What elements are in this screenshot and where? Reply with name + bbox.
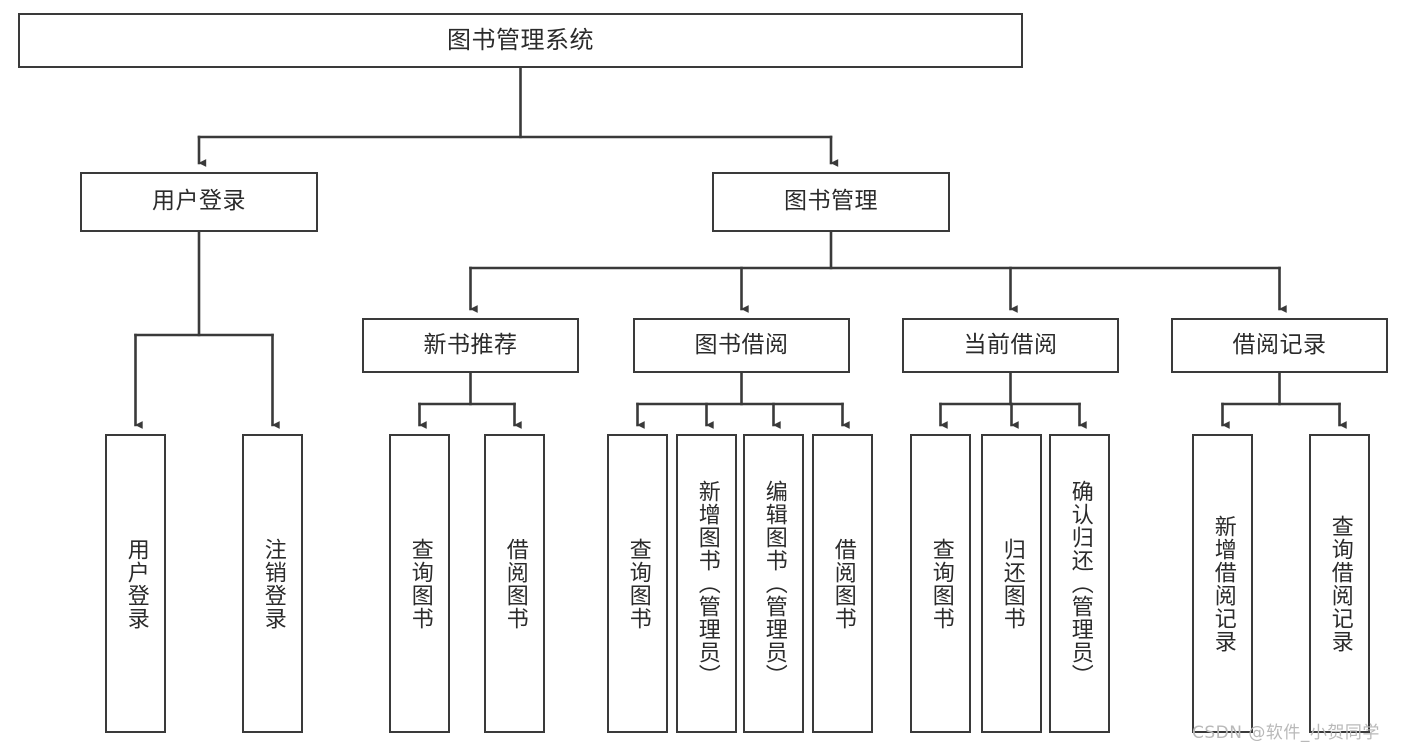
node-leaf-confirm-return[interactable]: 确认归还（管理员） — [1049, 434, 1110, 733]
node-book-manage[interactable]: 图书管理 — [712, 172, 950, 232]
node-leaf-add-book-label: 新增图书（管理员） — [694, 480, 720, 687]
node-leaf-confirm-return-label: 确认归还（管理员） — [1067, 480, 1093, 687]
node-leaf-query-book-current[interactable]: 查询图书 — [910, 434, 971, 733]
node-borrow-record[interactable]: 借阅记录 — [1171, 318, 1388, 373]
node-root[interactable]: 图书管理系统 — [18, 13, 1023, 68]
node-user-login[interactable]: 用户登录 — [80, 172, 318, 232]
node-leaf-add-borrow-record[interactable]: 新增借阅记录 — [1192, 434, 1253, 733]
node-leaf-logout-login[interactable]: 注销登录 — [242, 434, 303, 733]
node-leaf-query-book-current-label: 查询图书 — [928, 537, 954, 630]
node-book-borrow[interactable]: 图书借阅 — [633, 318, 850, 373]
node-leaf-borrow-book-recommend-label: 借阅图书 — [502, 537, 528, 630]
node-current-borrow-label: 当前借阅 — [963, 331, 1058, 358]
node-leaf-user-login-label: 用户登录 — [123, 537, 149, 630]
node-leaf-borrow-book-recommend[interactable]: 借阅图书 — [484, 434, 545, 733]
node-borrow-record-label: 借阅记录 — [1232, 331, 1327, 358]
node-book-manage-label: 图书管理 — [784, 188, 878, 215]
node-leaf-query-book-borrow[interactable]: 查询图书 — [607, 434, 668, 733]
node-leaf-query-book-recommend[interactable]: 查询图书 — [389, 434, 450, 733]
node-leaf-borrow-book[interactable]: 借阅图书 — [812, 434, 873, 733]
node-leaf-return-book[interactable]: 归还图书 — [981, 434, 1042, 733]
node-new-book-recommend-label: 新书推荐 — [423, 331, 518, 358]
node-root-label: 图书管理系统 — [447, 26, 594, 55]
node-book-borrow-label: 图书借阅 — [694, 331, 789, 358]
node-leaf-user-login[interactable]: 用户登录 — [105, 434, 166, 733]
node-leaf-add-book[interactable]: 新增图书（管理员） — [676, 434, 737, 733]
node-user-login-label: 用户登录 — [152, 188, 246, 215]
node-current-borrow[interactable]: 当前借阅 — [902, 318, 1119, 373]
node-leaf-query-borrow-record-label: 查询借阅记录 — [1327, 514, 1353, 653]
node-leaf-edit-book-label: 编辑图书（管理员） — [761, 480, 787, 687]
node-leaf-edit-book[interactable]: 编辑图书（管理员） — [743, 434, 804, 733]
node-leaf-add-borrow-record-label: 新增借阅记录 — [1210, 514, 1236, 653]
watermark: CSDN @软件_小贺同学 — [1192, 723, 1380, 743]
node-leaf-return-book-label: 归还图书 — [999, 537, 1025, 630]
node-leaf-query-book-recommend-label: 查询图书 — [407, 537, 433, 630]
node-leaf-logout-login-label: 注销登录 — [260, 537, 286, 630]
node-new-book-recommend[interactable]: 新书推荐 — [362, 318, 579, 373]
node-leaf-borrow-book-label: 借阅图书 — [830, 537, 856, 630]
node-leaf-query-book-borrow-label: 查询图书 — [625, 537, 651, 630]
node-leaf-query-borrow-record[interactable]: 查询借阅记录 — [1309, 434, 1370, 733]
